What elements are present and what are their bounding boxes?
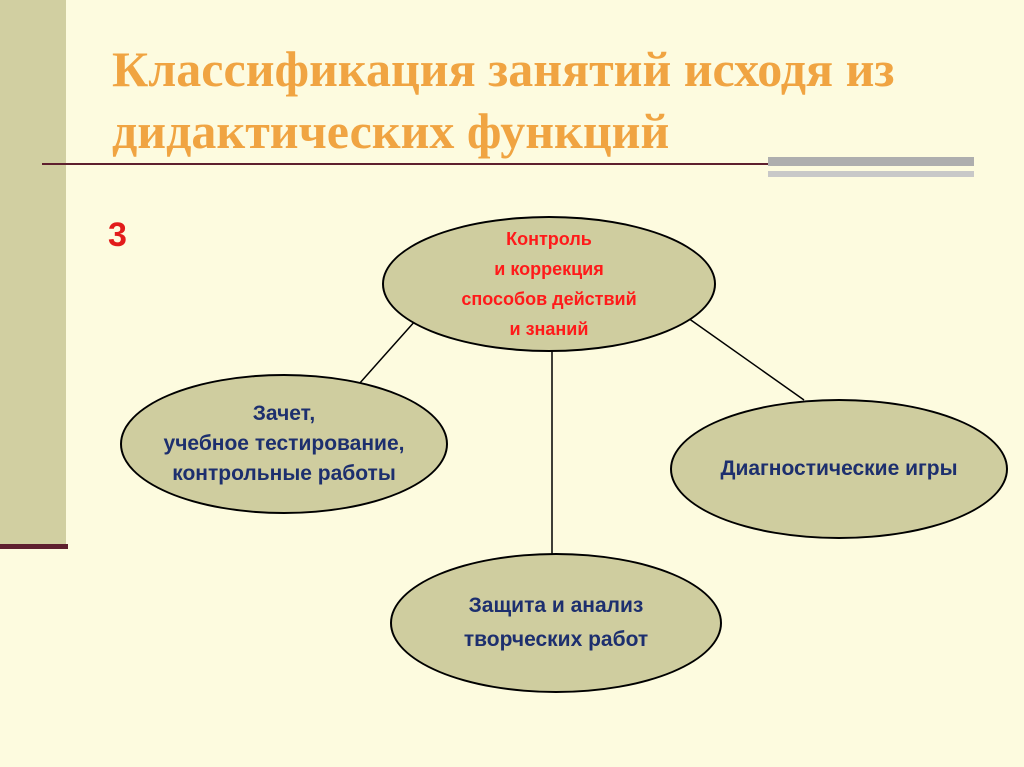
node-creative-works-label: Защита и анализ творческих работ xyxy=(463,594,649,651)
side-decor-bar-edge xyxy=(0,544,68,549)
slide-number: 3 xyxy=(108,216,127,254)
title-underline xyxy=(42,163,974,165)
node-tests: Зачет, учебное тестирование, контрольные… xyxy=(120,374,448,514)
node-control-correction: Контроль и коррекция способов действий и… xyxy=(382,216,716,352)
node-creative-works: Защита и анализ творческих работ xyxy=(390,553,722,693)
side-decor-bar xyxy=(0,0,66,548)
node-diagnostic-games: Диагностические игры xyxy=(670,399,1008,539)
connector-center-left xyxy=(358,319,417,385)
node-control-correction-label: Контроль и коррекция способов действий и… xyxy=(461,229,637,339)
title-accent-bar-secondary xyxy=(768,171,974,177)
node-diagnostic-games-label: Диагностические игры xyxy=(720,457,958,480)
title-accent-bar xyxy=(768,157,974,166)
connector-center-right xyxy=(687,317,805,401)
node-tests-label: Зачет, учебное тестирование, контрольные… xyxy=(163,402,405,485)
slide-title: Классификация занятий исходя из дидактич… xyxy=(112,41,895,159)
